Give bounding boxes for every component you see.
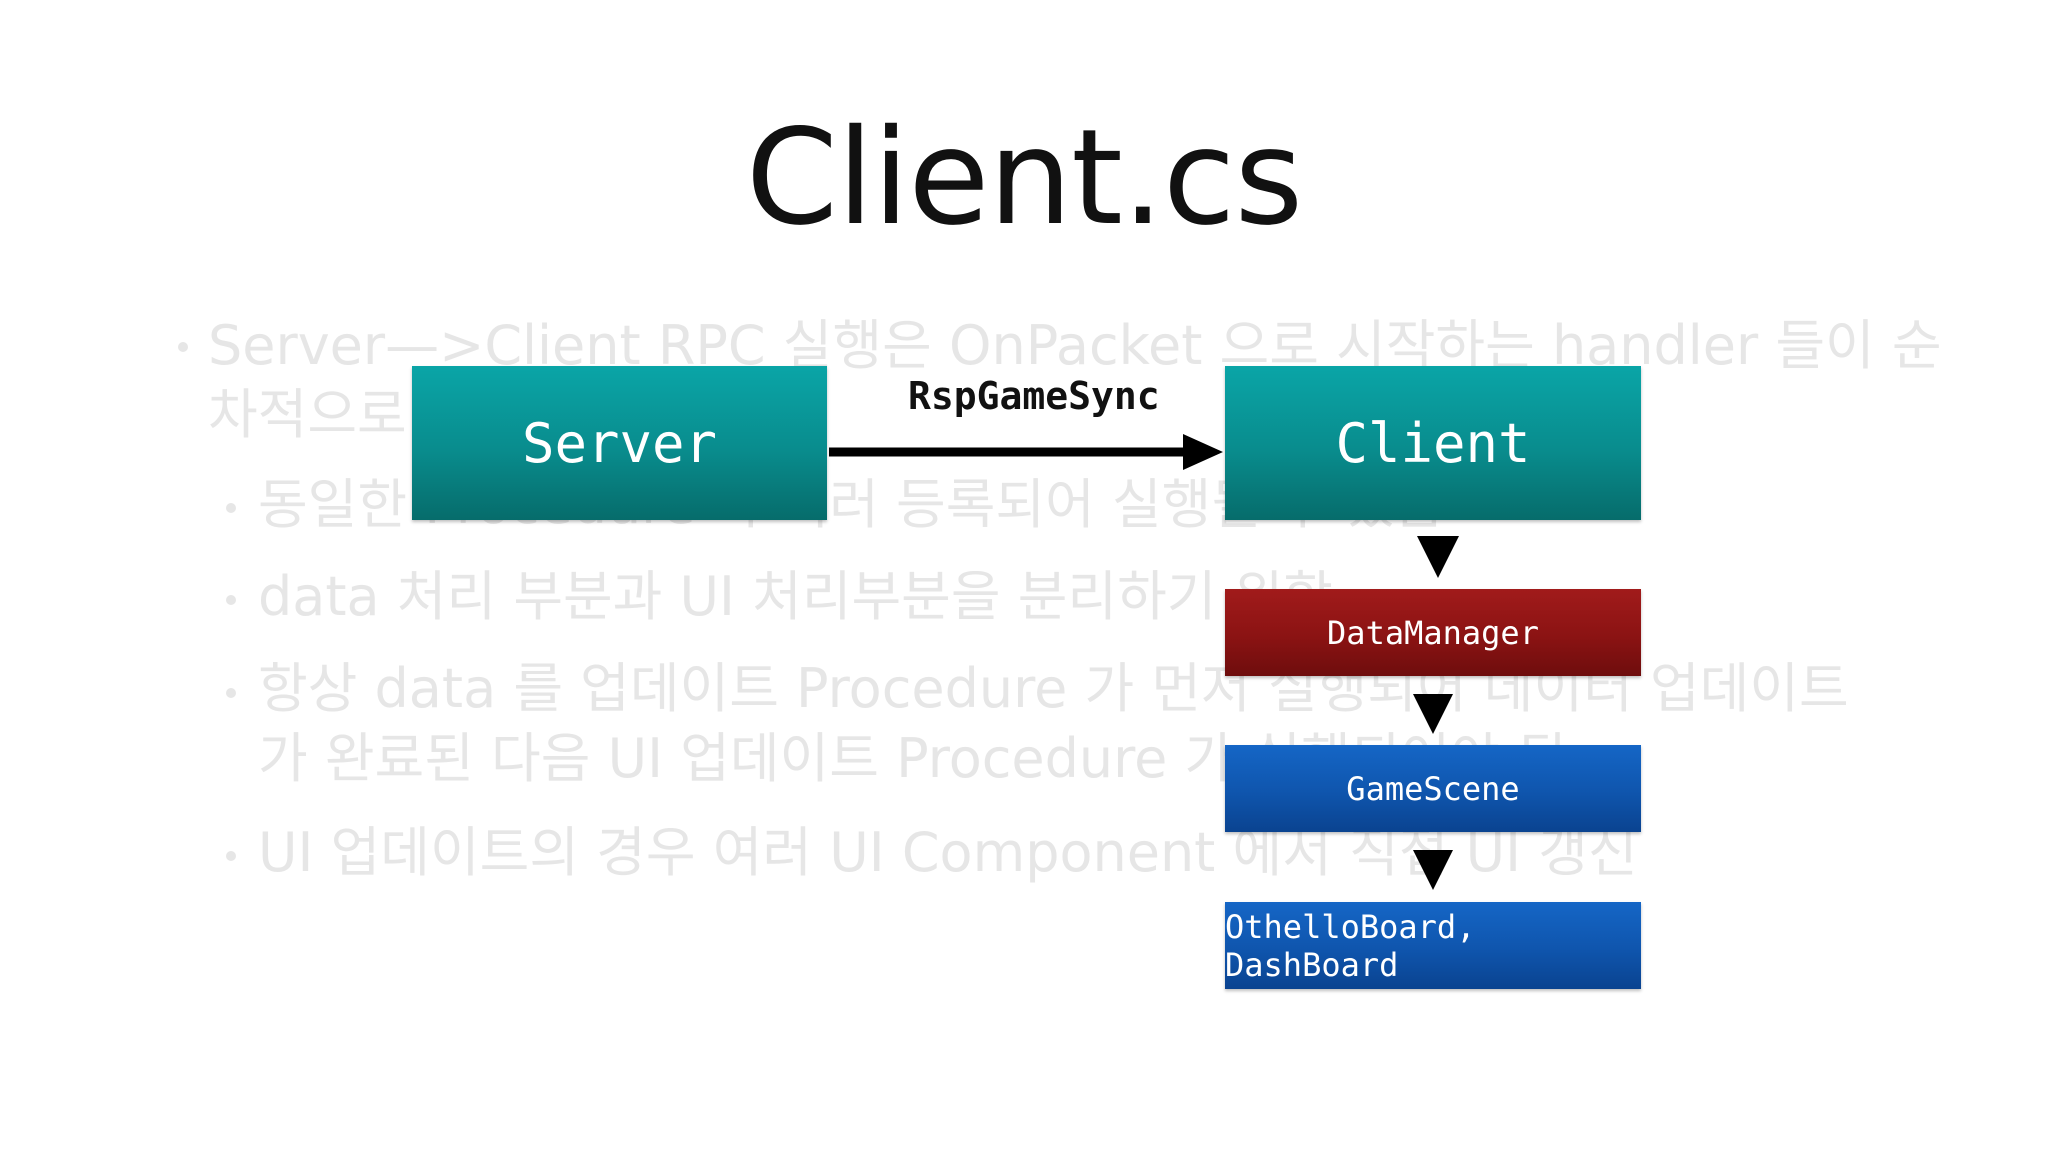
arrowhead-server-client (1183, 434, 1223, 470)
node-client: Client (1225, 366, 1641, 520)
node-data-manager: DataManager (1225, 589, 1641, 676)
node-views: OthelloBoard, DashBoard (1225, 902, 1641, 989)
node-server: Server (412, 366, 827, 520)
node-data-manager-label: DataManager (1327, 613, 1539, 652)
bullet-dot (226, 503, 236, 513)
edge-label-rspgamesync: RspGameSync (908, 374, 1160, 418)
arrowhead-client-datamanager (1417, 536, 1459, 578)
slide-title: Client.cs (745, 101, 1303, 255)
node-server-label: Server (521, 411, 718, 475)
bullet-text: data 처리 부분과 UI 처리부분을 분리하기 위함 (258, 565, 1333, 628)
node-game-scene: GameScene (1225, 745, 1641, 832)
bullet-text: 차적으로 (208, 383, 407, 446)
bullet-dot (226, 688, 236, 698)
bullet-dot (226, 595, 236, 605)
node-views-label: OthelloBoard, DashBoard (1225, 907, 1476, 984)
node-client-label: Client (1335, 411, 1531, 475)
bullet-dot (226, 851, 236, 861)
node-game-scene-label: GameScene (1346, 769, 1520, 808)
bullet-dot (178, 342, 188, 352)
